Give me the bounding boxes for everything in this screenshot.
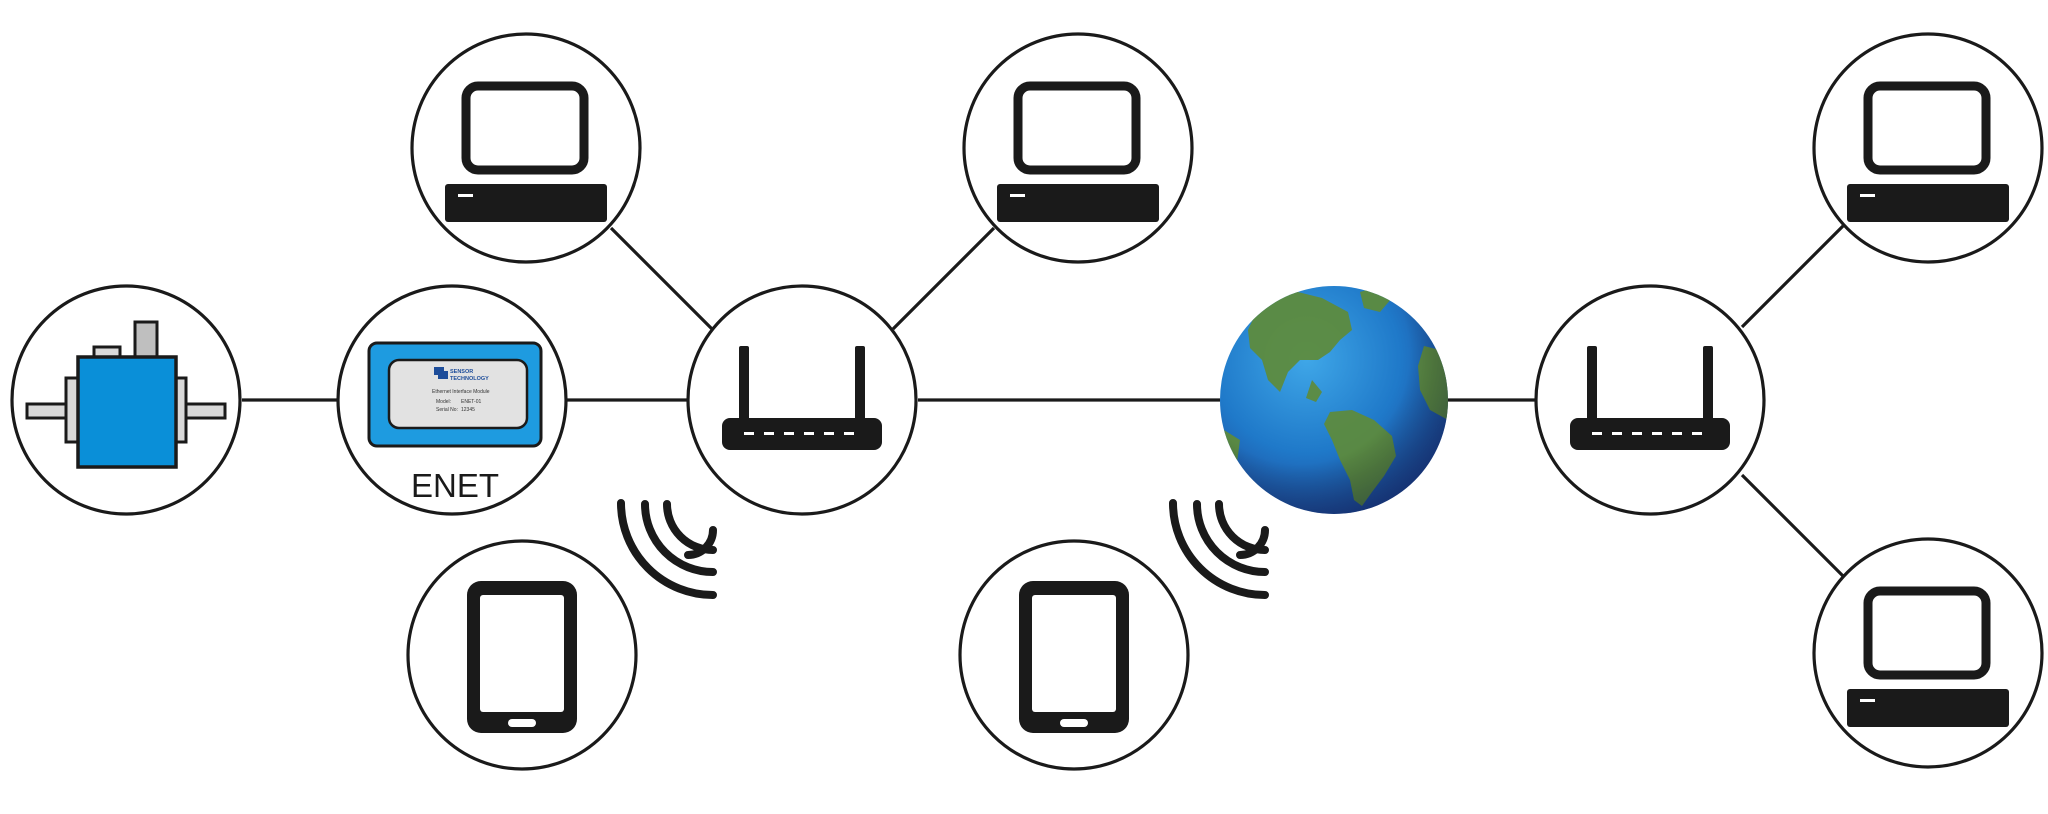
sensor-node: [10, 284, 242, 516]
module-model-value: ENET-01: [461, 399, 482, 405]
computer-node-3: [1812, 32, 2044, 264]
tablet-icon: [1019, 581, 1129, 733]
tablet-icon: [467, 581, 577, 733]
link-router1-computer1: [609, 226, 714, 331]
router-node-1: [686, 284, 918, 516]
wireless-signal-icon: [621, 503, 713, 595]
module-brand-line2: TECHNOLOGY: [450, 376, 489, 382]
globe-icon: [1220, 286, 1448, 514]
module-product-name: Ethernet Interface Module: [432, 389, 490, 395]
link-router2-computer3: [1740, 224, 1845, 329]
tablet-node-1: [406, 539, 638, 771]
router-node-2: [1534, 284, 1766, 516]
torque-sensor-icon: [25, 320, 227, 469]
computer-node-2: [962, 32, 1194, 264]
computer-node-1: [410, 32, 642, 264]
tablet-node-2: [958, 539, 1190, 771]
module-serial-label: Serial No:: [436, 407, 458, 413]
computer-node-4: [1812, 537, 2044, 769]
module-model-label: Model:: [436, 399, 451, 405]
module-serial-value: 12345: [461, 407, 475, 413]
enet-module-icon: SENSOR TECHNOLOGY Ethernet Interface Mod…: [367, 341, 543, 448]
enet-label: ENET: [411, 467, 499, 504]
enet-node: SENSOR TECHNOLOGY Ethernet Interface Mod…: [336, 284, 568, 516]
network-links: [242, 224, 1845, 578]
module-brand-line1: SENSOR: [450, 369, 473, 375]
link-router1-computer2: [891, 226, 996, 331]
wireless-signal-icon: [1173, 503, 1265, 595]
globe-node: [1220, 286, 1448, 514]
link-router2-computer4: [1740, 473, 1845, 578]
